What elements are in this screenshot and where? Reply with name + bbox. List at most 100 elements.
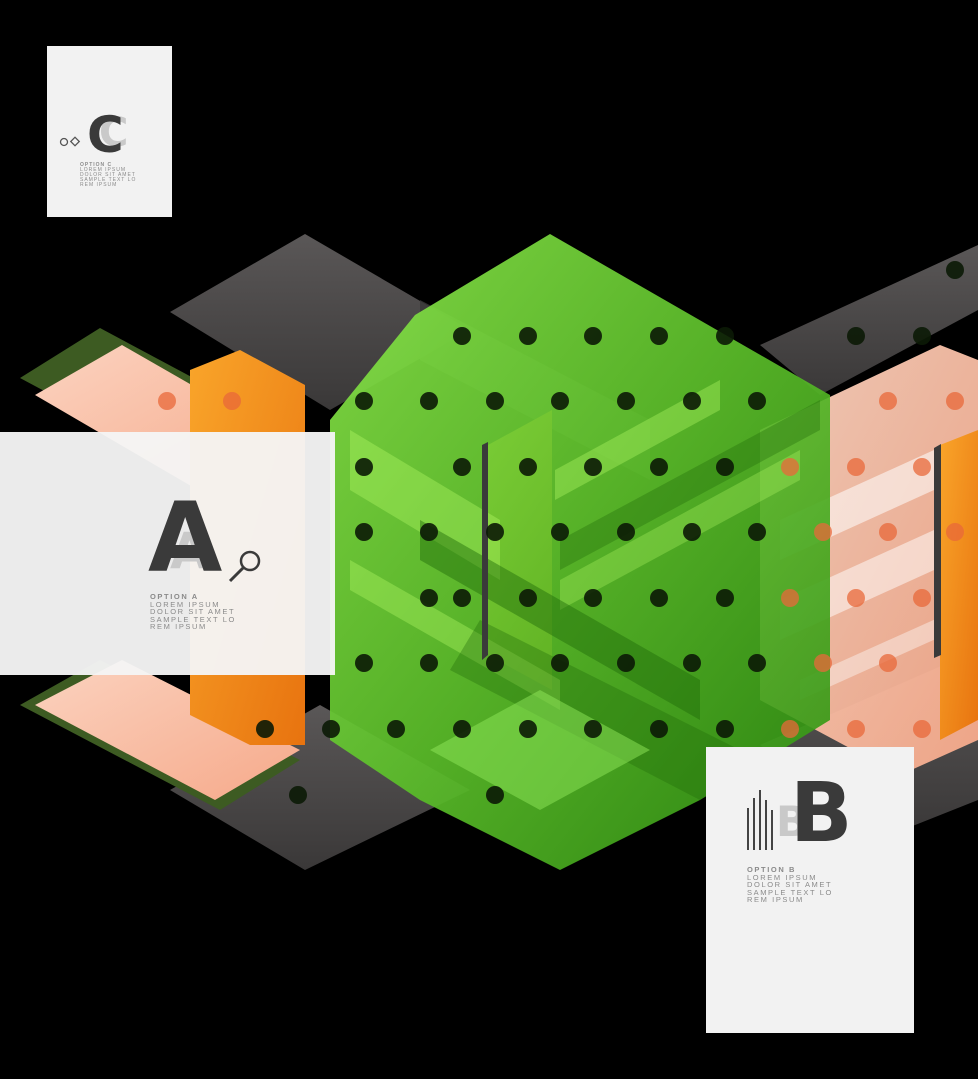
- dot: [355, 392, 373, 410]
- dot: [584, 327, 602, 345]
- dot: [486, 654, 504, 672]
- dot: [748, 523, 766, 541]
- dot: [683, 523, 701, 541]
- option-b-line: SAMPLE TEXT LO: [747, 887, 833, 897]
- dot: [650, 327, 668, 345]
- dot: [355, 458, 373, 476]
- dot: [519, 327, 537, 345]
- option-a-line: LOREM IPSUM: [150, 599, 221, 609]
- dot: [420, 523, 438, 541]
- option-b-letter-shadow: B: [776, 797, 809, 846]
- dot: [781, 720, 799, 738]
- dot: [453, 458, 471, 476]
- option-b-line: DOLOR SIT AMET: [747, 880, 833, 889]
- option-a-letter: A: [148, 482, 223, 594]
- dot: [486, 523, 504, 541]
- dot: [847, 589, 865, 607]
- dot: [355, 523, 373, 541]
- magnifier-icon: [226, 547, 264, 590]
- dot: [814, 654, 832, 672]
- dot: [946, 523, 964, 541]
- dot: [748, 654, 766, 672]
- option-c-line: DOLOR SIT AMET: [80, 172, 136, 178]
- option-a-letter-shadow: A: [170, 522, 209, 580]
- dot: [946, 261, 964, 279]
- dot: [650, 458, 668, 476]
- option-a-line: DOLOR SIT AMET: [150, 607, 236, 616]
- dot: [519, 589, 537, 607]
- dot: [617, 654, 635, 672]
- dot-pattern: [158, 261, 964, 804]
- dot: [847, 458, 865, 476]
- dot: [913, 327, 931, 345]
- option-c-letter: C: [87, 106, 124, 164]
- option-c-text: OPTION C LOREM IPSUM DOLOR SIT AMET SAMP…: [80, 163, 136, 188]
- option-c-line: SAMPLE TEXT LO: [80, 177, 137, 183]
- dot: [584, 458, 602, 476]
- option-a-line: REM IPSUM: [150, 622, 207, 631]
- dot: [355, 654, 373, 672]
- dot: [748, 392, 766, 410]
- dot: [781, 589, 799, 607]
- dot: [879, 654, 897, 672]
- option-b-card: B B OPTION B LOREM IPSUM DOLOR SIT AMET …: [706, 747, 914, 1033]
- option-a-card: A A OPTION A LOREM IPSUM DOLOR SIT AMET …: [0, 432, 335, 675]
- dot: [946, 392, 964, 410]
- dot: [617, 523, 635, 541]
- option-b-text: OPTION B LOREM IPSUM DOLOR SIT AMET SAMP…: [747, 866, 833, 904]
- option-b-label: OPTION B: [747, 865, 797, 874]
- dot: [420, 589, 438, 607]
- option-c-letter-shadow: C: [99, 110, 129, 156]
- dot: [453, 327, 471, 345]
- option-a-label: OPTION A: [150, 592, 199, 601]
- dot: [683, 392, 701, 410]
- dot: [650, 589, 668, 607]
- dot-diamond-icon: [59, 135, 87, 153]
- dot: [847, 720, 865, 738]
- dot: [486, 392, 504, 410]
- dot: [716, 458, 734, 476]
- dot: [879, 392, 897, 410]
- dot: [847, 327, 865, 345]
- option-c-card: C C OPTION C LOREM IPSUM DOLOR SIT AMET …: [47, 46, 172, 217]
- dot: [519, 720, 537, 738]
- dot: [879, 523, 897, 541]
- dot: [584, 589, 602, 607]
- dot: [551, 523, 569, 541]
- dot: [223, 392, 241, 410]
- dot: [913, 720, 931, 738]
- dot: [617, 392, 635, 410]
- dot: [158, 392, 176, 410]
- dot: [453, 720, 471, 738]
- dot: [716, 589, 734, 607]
- dot: [387, 720, 405, 738]
- dot: [716, 327, 734, 345]
- dot: [420, 654, 438, 672]
- dot: [322, 720, 340, 738]
- option-b-letter: B: [790, 766, 853, 861]
- dot: [256, 720, 274, 738]
- option-c-line: REM IPSUM: [80, 182, 118, 188]
- option-a-line: SAMPLE TEXT LO: [150, 614, 236, 624]
- dot: [519, 458, 537, 476]
- dot: [420, 392, 438, 410]
- option-b-line: LOREM IPSUM: [747, 872, 818, 882]
- option-c-line: LOREM IPSUM: [80, 167, 127, 173]
- bars-icon: [746, 790, 782, 855]
- dot: [551, 392, 569, 410]
- option-b-line: REM IPSUM: [747, 895, 804, 904]
- dot: [486, 786, 504, 804]
- dot: [683, 654, 701, 672]
- dot: [913, 589, 931, 607]
- dot: [716, 720, 734, 738]
- dot: [453, 589, 471, 607]
- dot: [781, 458, 799, 476]
- option-c-label: OPTION C: [80, 162, 113, 168]
- dot: [650, 720, 668, 738]
- dot: [913, 458, 931, 476]
- dot: [814, 523, 832, 541]
- dot: [289, 786, 307, 804]
- edge-lines: [482, 442, 941, 660]
- option-a-text: OPTION A LOREM IPSUM DOLOR SIT AMET SAMP…: [150, 593, 236, 631]
- dot: [551, 654, 569, 672]
